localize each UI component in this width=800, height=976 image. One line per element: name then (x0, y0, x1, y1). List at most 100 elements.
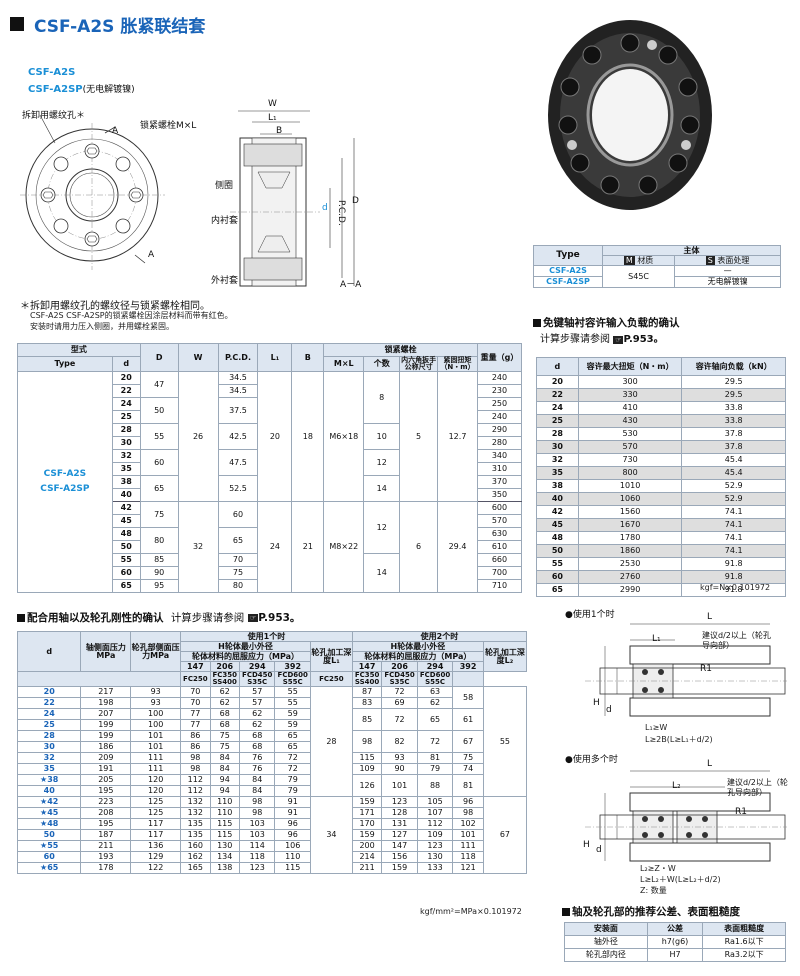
spec-weight-cell: 310 (476, 462, 523, 476)
tolerance-header: 公差 (646, 922, 704, 936)
spec-header-B: B (291, 343, 325, 372)
rigid-h1-cell: 62 (238, 719, 276, 731)
tolerance-cell: H7 (646, 948, 704, 962)
spec-weight-cell: 240 (476, 410, 523, 424)
rigid-h2-cell: 79 (416, 763, 454, 775)
rigid-h2-cell: 87 (351, 686, 383, 698)
dim-pcd-label: P.C.D. (336, 200, 346, 226)
section-square-icon (533, 318, 541, 327)
load-d-cell: 28 (536, 427, 579, 441)
rigid-h2-cell: 156 (381, 851, 418, 863)
rigid-h1-cell: 79 (274, 785, 311, 797)
rigid-h1-cell: 112 (180, 774, 211, 786)
use-many-H: H (583, 840, 590, 850)
rigid-h2-cell: 105 (416, 796, 454, 808)
rigid-shaft-cell: 217 (80, 686, 132, 698)
tolerance-cell: 轮孔部内径 (564, 948, 648, 962)
load-torque-cell: 430 (577, 414, 683, 428)
model-note: (无电解镀镍) (82, 85, 135, 95)
spec-d-cell: 32 (111, 449, 141, 463)
load-torque-cell: 1060 (577, 492, 683, 506)
rigid-h2-cell: 98 (351, 730, 383, 753)
spec-count-cell: 14 (363, 553, 401, 593)
rigid-h2-cell: 67 (452, 730, 484, 753)
load-axial-cell: 74.1 (681, 505, 786, 519)
spec-weight-cell: 290 (476, 423, 523, 437)
rigid-depth1-cell: 28 (309, 686, 353, 797)
spec-pcd-cell: 75 (217, 566, 259, 580)
rigid-depth2-cell: 67 (482, 796, 528, 874)
spec-L1-cell: 24 (257, 501, 293, 593)
load-axial-cell: 37.8 (681, 440, 786, 454)
rigid-header-spacer (452, 671, 484, 687)
load-torque-cell: 570 (577, 440, 683, 454)
rigid-header-matname: FC350 SS400 (351, 671, 383, 687)
load-sub-text: 计算步骤请参阅 (540, 334, 610, 345)
rigid-h2-cell: 61 (452, 708, 484, 731)
spec-weight-cell: 570 (476, 514, 523, 528)
spec-weight-cell: 600 (476, 501, 523, 515)
rigid-shaft-cell: 187 (80, 829, 132, 841)
dim-b-label: B (276, 126, 283, 136)
use-one-d: d (606, 705, 612, 715)
rigid-h2-cell: 123 (381, 796, 418, 808)
spec-type-label-2: CSF-A2SP (40, 484, 90, 494)
rigid-h2-cell: 133 (416, 862, 454, 874)
rigid-h1-cell: 77 (180, 708, 211, 720)
load-axial-cell: 91.8 (681, 570, 786, 584)
rigid-h1-cell: 59 (274, 719, 311, 731)
model-name-1: CSF-A2S (28, 67, 76, 78)
tolerance-cell: h7(g6) (646, 935, 704, 949)
use-one-H: H (593, 698, 600, 708)
outer-sleeve-label: 外衬套 (211, 276, 239, 286)
rigid-header-matnum: 206 (209, 661, 240, 672)
bolt-label: 锁紧螺栓M×L (140, 121, 197, 131)
rigid-sub-text: 计算步骤请参阅 (170, 612, 245, 624)
spec-weight-cell: 240 (476, 371, 523, 385)
rigid-h1-cell: 106 (274, 840, 311, 852)
tolerance-cell: Ra3.2以下 (702, 948, 786, 962)
use-many-formula-2: L≥L₂＋W(L≥L₂＋d/2) (640, 875, 721, 884)
surface-value-2: 无电解镀镍 (674, 276, 781, 288)
spec-d-cell: 60 (111, 566, 141, 580)
spec-header-d: d (111, 356, 141, 372)
spec-weight-cell: 660 (476, 553, 523, 567)
rigid-h1-cell: 98 (180, 763, 211, 775)
rigid-h1-cell: 91 (274, 796, 311, 808)
rigid-h1-cell: 110 (209, 807, 240, 819)
rigid-header-yield: 轮体材料的屈服应力（MPa） (180, 651, 311, 662)
rigid-h1-cell: 72 (274, 763, 311, 775)
rigid-h1-cell: 110 (209, 796, 240, 808)
rigid-h2-cell: 115 (351, 752, 383, 764)
rigid-h2-cell: 109 (351, 763, 383, 775)
use-one-title: ●使用1个时 (565, 610, 615, 620)
rigid-hub-cell: 111 (130, 763, 182, 775)
page-title: CSF-A2S 胀紧联结套 (34, 16, 206, 37)
material-main-header: 主体 (602, 245, 781, 256)
rigid-header-matnum: 294 (416, 661, 454, 672)
rigid-d-cell: 35 (16, 763, 82, 775)
rigid-shaft-cell: 191 (80, 763, 132, 775)
rigid-hub-cell: 100 (130, 708, 182, 720)
rigid-h1-cell: 110 (274, 851, 311, 863)
rigid-header-matname: FCD600 S55C (274, 671, 311, 687)
rigid-shaft-cell: 195 (80, 818, 132, 830)
rigid-header-matname: FC350 SS400 (209, 671, 240, 687)
section-square-icon (17, 613, 25, 622)
rigid-h2-cell: 128 (381, 807, 418, 819)
rigid-shaft-cell: 208 (80, 807, 132, 819)
rigid-h1-cell: 62 (238, 708, 276, 720)
load-header-torque: 容许最大扭矩（N・m） (577, 357, 683, 376)
rigid-h1-cell: 134 (209, 851, 240, 863)
dim-l1-label: L₁ (268, 113, 277, 123)
use-many-dim-L: L (707, 759, 713, 769)
rigid-hub-cell: 101 (130, 730, 182, 742)
rigid-shaft-cell: 205 (80, 774, 132, 786)
spec-header-D: D (139, 343, 179, 372)
rigid-header-matnum: 392 (452, 661, 484, 672)
rigid-h1-cell: 123 (238, 862, 276, 874)
rigid-d-cell: 28 (16, 730, 82, 742)
spec-header-model: 型式 (17, 343, 141, 357)
load-axial-cell: 91.8 (681, 583, 786, 597)
load-axial-cell: 37.8 (681, 427, 786, 441)
